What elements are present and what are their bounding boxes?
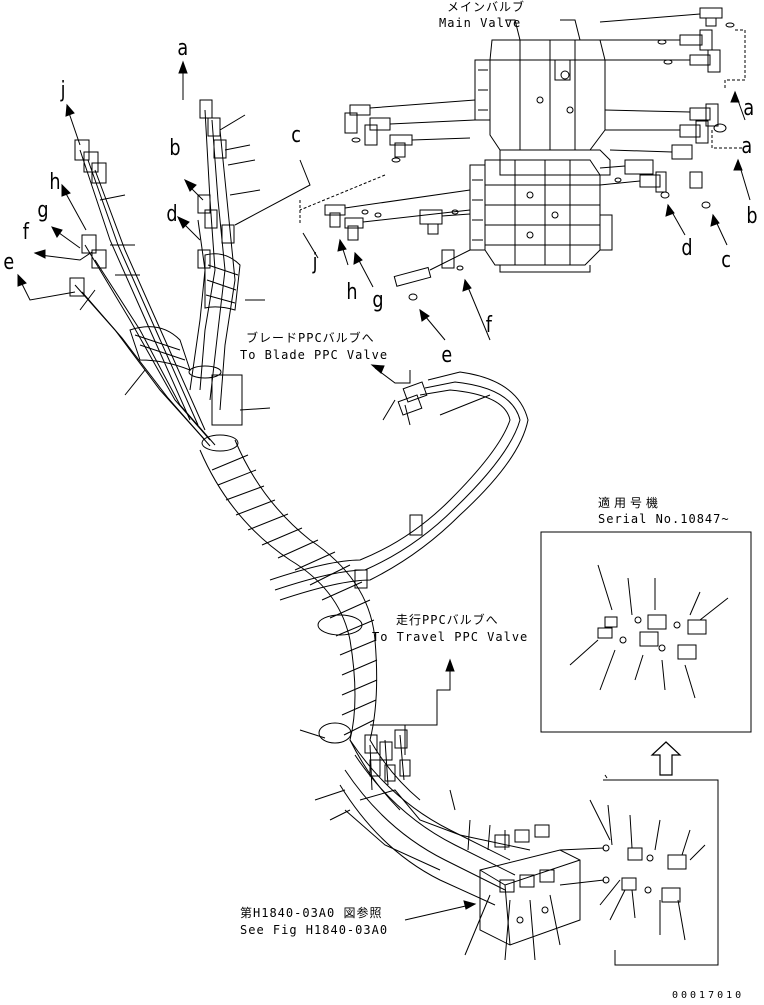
- callout-right-g: g: [372, 288, 384, 313]
- left-callout-arrows: [17, 60, 561, 961]
- callout-left-c: c: [291, 123, 301, 148]
- callout-right-j: j: [312, 250, 318, 275]
- main-valve-fittings: [299, 7, 746, 301]
- travel-ppc-leader: [370, 658, 455, 755]
- callout-left-a: a: [177, 36, 189, 61]
- callout-left-j: j: [60, 78, 66, 103]
- blade-ppc-label-jp: ブレードPPCバルブへ: [246, 331, 375, 345]
- right-callout-arrows: [302, 90, 751, 341]
- callout-right-c: c: [721, 248, 731, 273]
- callout-right-e: e: [441, 343, 453, 368]
- callout-left-b: b: [169, 136, 181, 161]
- see-fig-label-en: See Fig H1840-03A0: [240, 923, 389, 937]
- travel-ppc-label-jp: 走行PPCバルブへ: [396, 613, 499, 627]
- see-fig-label-jp: 第H1840-03A0 図参照: [240, 906, 383, 920]
- left-hose-bundle: [69, 99, 581, 946]
- callout-left-e: e: [3, 250, 15, 275]
- callout-right-f: f: [485, 313, 492, 338]
- blade-ppc-label-en: To Blade PPC Valve: [240, 348, 389, 362]
- callout-right-d: d: [681, 236, 693, 261]
- callout-left-g: g: [37, 198, 49, 223]
- travel-ppc-label-en: To Travel PPC Valve: [372, 630, 529, 644]
- main-valve-label-en: Main Valve: [439, 16, 522, 30]
- main-valve: [469, 19, 613, 273]
- serial-label-en: Serial No.10847~: [598, 512, 730, 526]
- callout-right-b: b: [746, 204, 758, 229]
- blade-ppc-leader: [370, 364, 411, 384]
- document-number: 00017010: [672, 990, 745, 1001]
- serial-label-jp: 適用号機: [598, 496, 663, 510]
- callout-right-h: h: [346, 280, 358, 305]
- up-arrow-icon: [650, 741, 682, 776]
- callout-right-a2: a: [743, 96, 755, 121]
- see-fig-leader: [404, 900, 477, 921]
- callout-right-a1: a: [741, 134, 753, 159]
- callout-left-f: f: [22, 220, 29, 245]
- callout-left-h: h: [49, 170, 61, 195]
- serial-inset: [540, 531, 752, 733]
- main-valve-label-jp: メインバルブ: [447, 0, 526, 14]
- lower-detail: [559, 774, 719, 966]
- callout-left-d: d: [166, 202, 178, 227]
